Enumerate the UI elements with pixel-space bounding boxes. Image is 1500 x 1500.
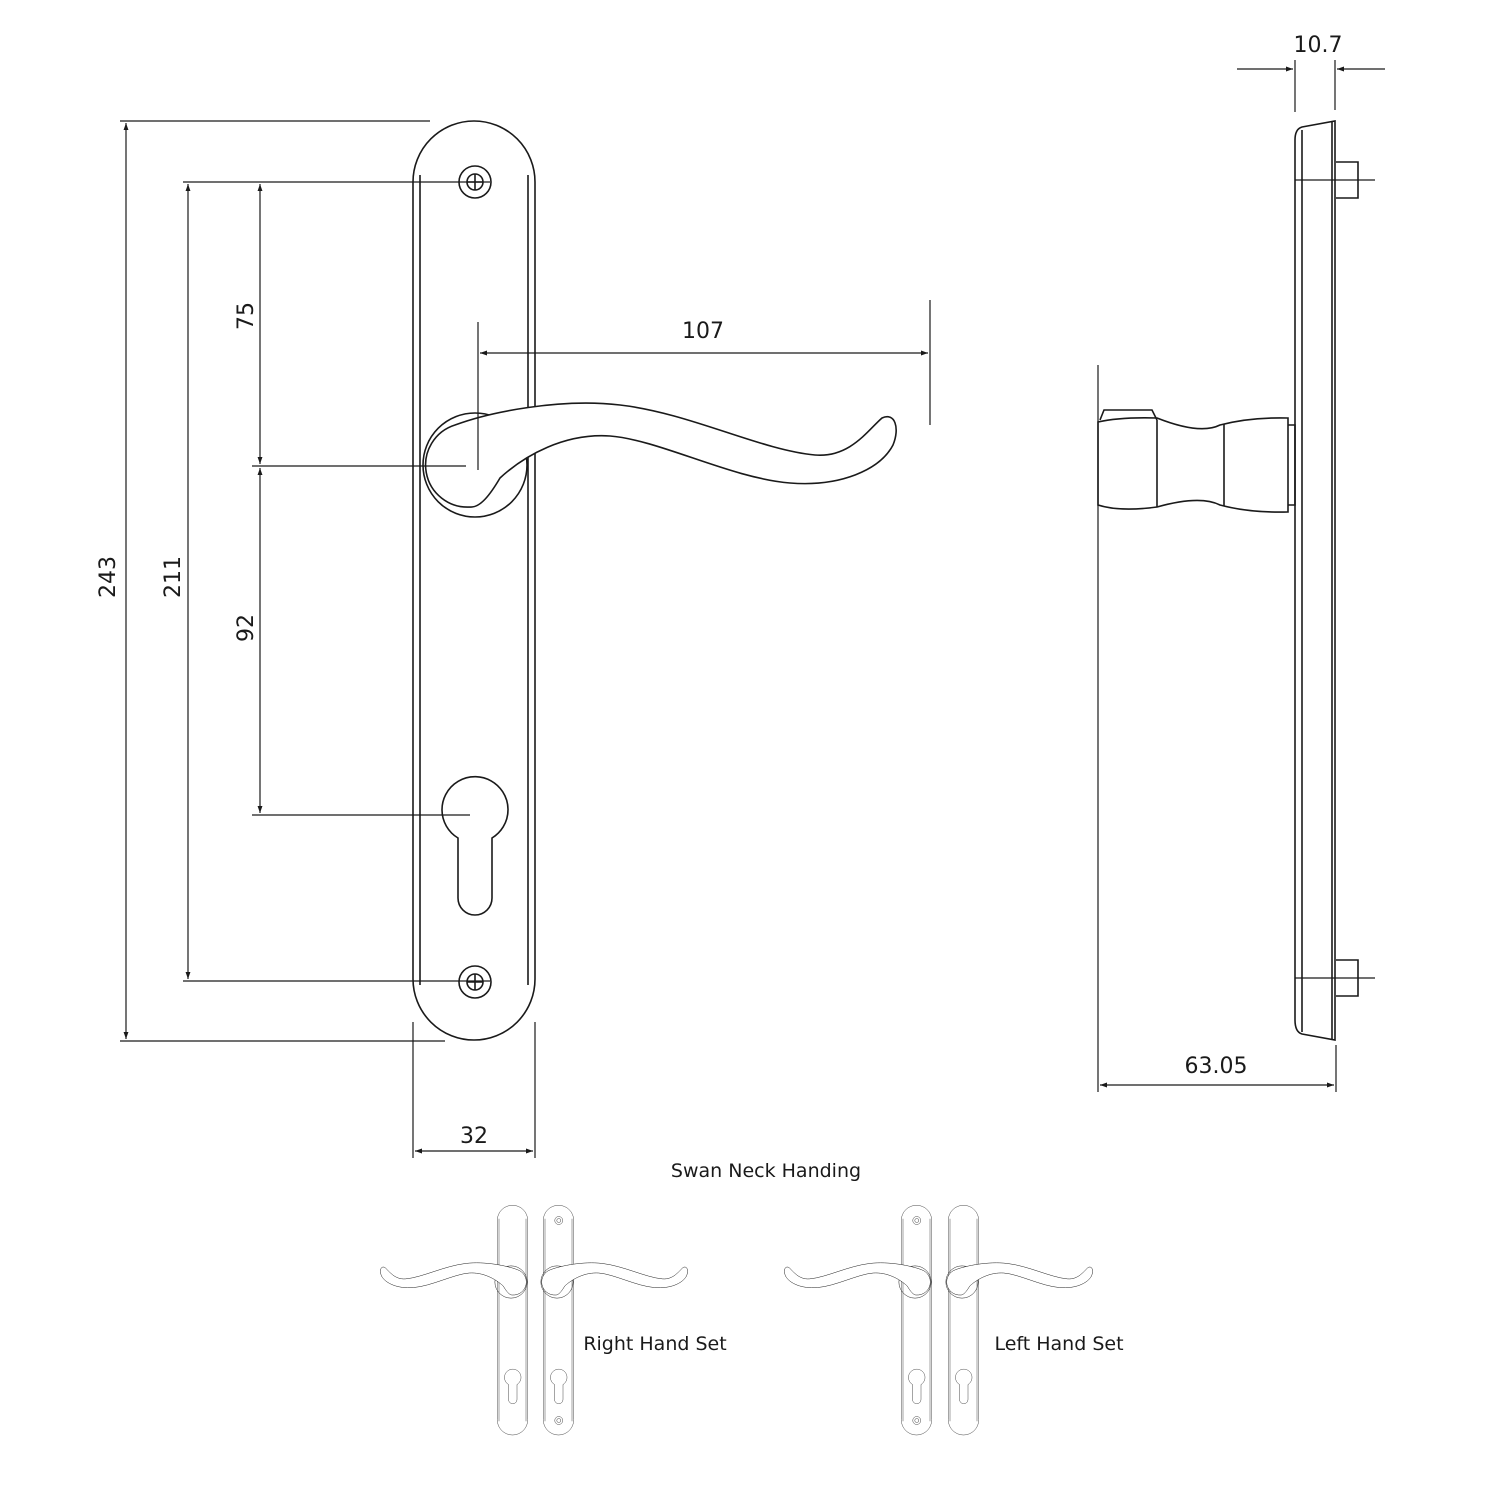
dim-75: 75 <box>234 302 259 330</box>
right-hand-set <box>380 1205 688 1436</box>
handing-title: Swan Neck Handing <box>671 1160 861 1182</box>
side-view <box>1097 120 1375 1041</box>
right-hand-set-label: Right Hand Set <box>583 1333 726 1355</box>
left-hand-set-label: Left Hand Set <box>994 1333 1123 1355</box>
dim-10-7: 10.7 <box>1294 33 1343 58</box>
front-view-lever <box>422 402 897 518</box>
dim-92: 92 <box>234 614 259 642</box>
front-view-backplate <box>412 120 536 1041</box>
dim-211: 211 <box>161 556 186 598</box>
side-dimension-lines <box>1097 60 1385 1092</box>
dim-63-05: 63.05 <box>1185 1054 1248 1079</box>
dim-32: 32 <box>460 1124 488 1149</box>
dim-107: 107 <box>682 319 724 344</box>
dimension-lines <box>120 120 931 1158</box>
left-hand-set <box>784 1205 1093 1436</box>
dim-243: 243 <box>96 556 121 598</box>
